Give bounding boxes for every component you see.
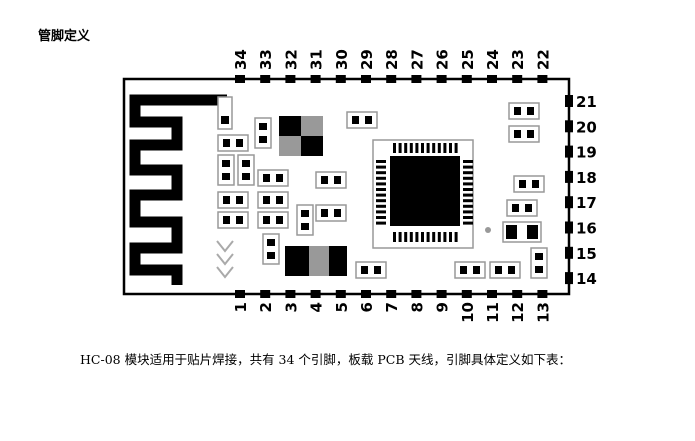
pin-label-8: 8 (408, 302, 426, 312)
pin-pad-28 (386, 75, 397, 83)
pin-pad-26 (436, 75, 447, 83)
pin-pad-13 (537, 290, 548, 298)
pin-label-16: 16 (576, 220, 597, 238)
pin-label-20: 20 (576, 118, 597, 136)
pin-pad-22 (537, 75, 548, 83)
top-pin-pads (235, 75, 548, 83)
pin-pad-24 (487, 75, 497, 83)
pin-label-2: 2 (257, 302, 275, 312)
pin-label-22: 22 (534, 49, 552, 70)
pin-pad-18 (565, 170, 573, 183)
pin-label-12: 12 (509, 302, 527, 323)
passive-components (217, 102, 548, 279)
pin-label-19: 19 (576, 144, 597, 162)
pin-pad-10 (461, 290, 472, 298)
pin-pad-30 (335, 75, 346, 83)
pin-label-29: 29 (358, 49, 376, 70)
bottom-pin-pads (235, 290, 548, 298)
pin-pad-15 (565, 246, 573, 259)
pin-label-11: 11 (484, 302, 502, 323)
right-pin-pads (565, 95, 573, 285)
pin-pad-27 (411, 75, 422, 83)
pin-pad-7 (386, 290, 397, 298)
pin-label-6: 6 (358, 302, 376, 312)
main-ic-chip (372, 139, 491, 249)
pin-label-7: 7 (383, 302, 401, 312)
pin-label-24: 24 (484, 49, 502, 70)
pin-label-21: 21 (576, 93, 597, 111)
pin-pad-12 (512, 290, 523, 298)
pin-pad-6 (361, 290, 371, 298)
pin-label-9: 9 (434, 302, 452, 312)
pin-pad-20 (565, 120, 573, 133)
pin-label-15: 15 (576, 245, 597, 263)
pin-pad-33 (260, 75, 271, 83)
pin-label-14: 14 (576, 270, 597, 288)
pin-pad-16 (565, 221, 573, 234)
top-pin-labels: 34 33 32 31 30 29 28 27 26 25 24 23 22 (232, 49, 552, 70)
pin-label-1: 1 (232, 302, 250, 312)
right-pin-labels: 21 20 19 18 17 16 15 14 (576, 93, 597, 288)
pin-label-25: 25 (459, 49, 477, 70)
pin-label-10: 10 (459, 302, 477, 323)
pin-pad-3 (285, 290, 296, 298)
pcb-antenna (129, 94, 227, 285)
pin-label-17: 17 (576, 194, 597, 212)
crystal-component (279, 116, 323, 156)
pin-label-33: 33 (257, 49, 275, 70)
pin-pad-29 (361, 75, 371, 83)
pin-label-3: 3 (282, 302, 300, 312)
pin-label-30: 30 (333, 49, 351, 70)
pin-label-13: 13 (534, 302, 552, 323)
chevron-marks (216, 240, 234, 279)
pin-pad-8 (411, 290, 422, 298)
pin-pad-34 (235, 75, 245, 83)
module-description: HC-08 模块适用于贴片焊接，共有 34 个引脚，板载 PCB 天线，引脚具体… (80, 352, 572, 367)
pin-label-5: 5 (333, 302, 351, 312)
pin-pad-19 (565, 145, 573, 158)
pin-pad-11 (487, 290, 497, 298)
pin-pad-31 (310, 75, 321, 83)
pin-pad-23 (512, 75, 523, 83)
pin-label-32: 32 (282, 49, 300, 70)
pin-label-27: 27 (408, 49, 426, 70)
pin-label-26: 26 (434, 49, 452, 70)
pin-pad-2 (260, 290, 271, 298)
pin-label-28: 28 (383, 49, 401, 70)
pin-pad-21 (565, 95, 573, 107)
pin-pad-5 (335, 290, 346, 298)
inductor-component (285, 246, 347, 276)
pin-pad-4 (310, 290, 321, 298)
pin-pad-17 (565, 196, 573, 209)
pin-pad-14 (565, 272, 573, 285)
pin-label-4: 4 (308, 302, 326, 312)
pin-pad-9 (436, 290, 447, 298)
pin-label-18: 18 (576, 169, 597, 187)
pin-label-23: 23 (509, 49, 527, 70)
pin-pad-32 (285, 75, 296, 83)
section-heading: 管脚定义 (38, 29, 91, 44)
pin-pad-25 (461, 75, 472, 83)
pin-pad-1 (235, 290, 245, 298)
pin-label-31: 31 (308, 49, 326, 70)
antenna-feed-pad (217, 96, 233, 130)
pin-label-34: 34 (232, 49, 250, 70)
